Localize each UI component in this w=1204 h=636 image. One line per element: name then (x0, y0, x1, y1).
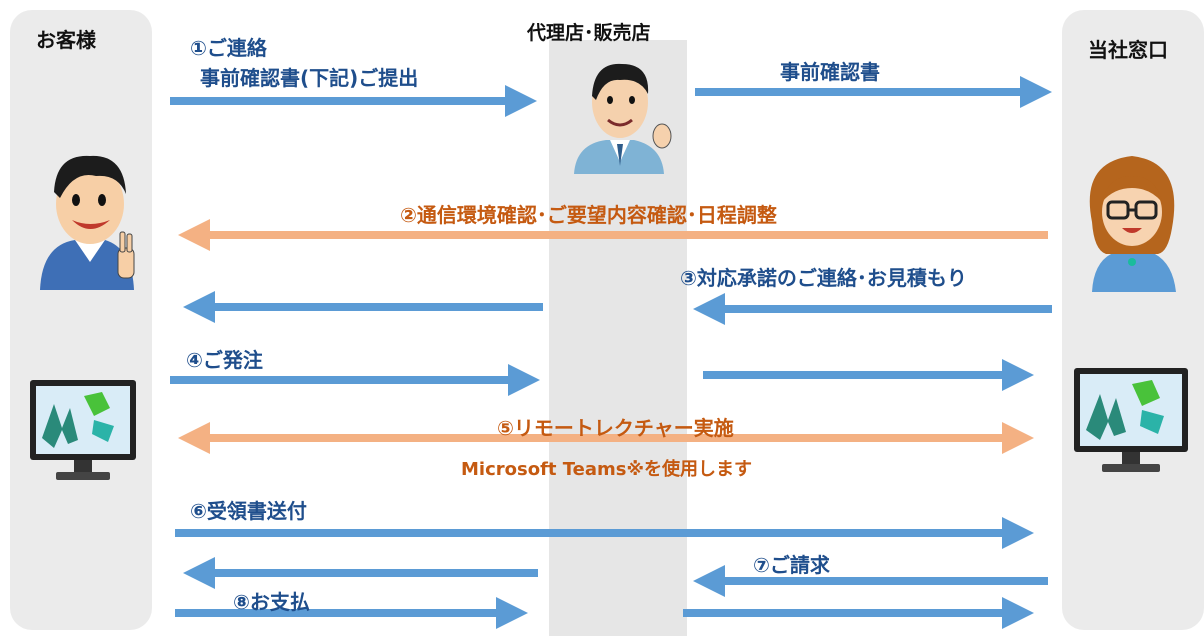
lane-customer (10, 10, 152, 630)
businessman-icon (574, 63, 672, 174)
step4-label: ④ご発注 (186, 348, 263, 372)
woman-icon (1089, 156, 1176, 292)
step2-label: ②通信環境確認･ご要望内容確認･日程調整 (400, 203, 777, 227)
lane-title-agency: 代理店･販売店 (527, 22, 651, 44)
step6-label: ⑥受領書送付 (190, 499, 307, 523)
step3-label: ③対応承諾のご連絡･お見積もり (680, 266, 967, 290)
step5-label: ⑤リモートレクチャー実施 (497, 416, 734, 440)
step5-note: Microsoft Teams※を使用します (461, 459, 752, 480)
man-icon (40, 155, 135, 290)
step1-subtitle: 事前確認書(下記)ご提出 (200, 66, 419, 90)
step8-label: ⑧お支払 (233, 590, 310, 614)
step1-title: ①ご連絡 (190, 36, 267, 60)
lane-company (1062, 10, 1204, 630)
step7-label: ⑦ご請求 (753, 553, 830, 577)
step1-forward-label: 事前確認書 (780, 60, 880, 84)
monitor-icon (1074, 368, 1188, 472)
lane-title-company: 当社窓口 (1088, 38, 1168, 62)
lane-title-customer: お客様 (36, 28, 96, 52)
monitor-icon (30, 380, 136, 480)
